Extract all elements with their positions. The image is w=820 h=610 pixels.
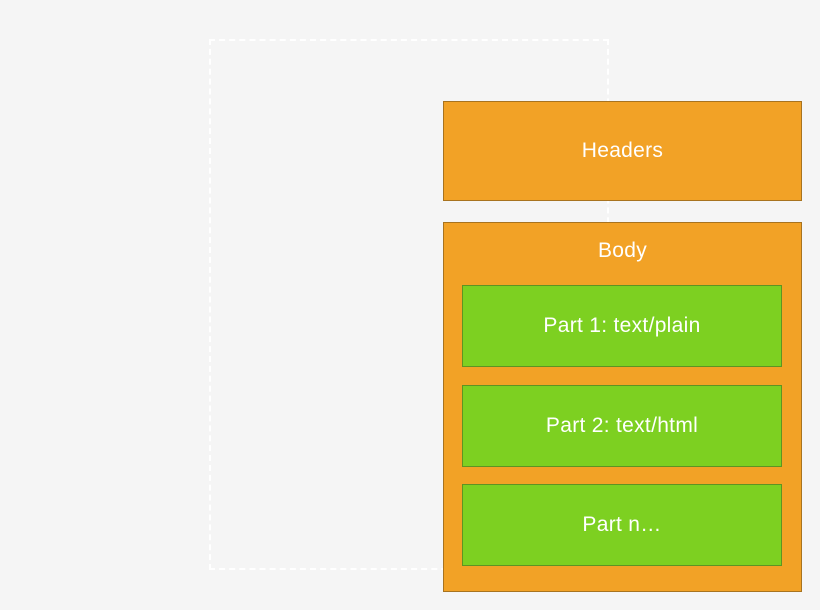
headers-label: Headers (581, 139, 664, 162)
part-n-box: Part n… (462, 484, 782, 566)
part-1-label: Part 1: text/plain (543, 314, 701, 337)
part-2-box: Part 2: text/html (462, 385, 782, 467)
headers-box: Headers (443, 101, 802, 201)
message-envelope-dashed-container: Headers Body Part 1: text/plain Part 2: … (209, 39, 802, 592)
part-1-box: Part 1: text/plain (462, 285, 782, 367)
part-n-label: Part n… (582, 513, 662, 536)
part-2-label: Part 2: text/html (545, 414, 699, 437)
body-label: Body (597, 239, 648, 262)
body-box: Body Part 1: text/plain Part 2: text/htm… (443, 222, 802, 592)
